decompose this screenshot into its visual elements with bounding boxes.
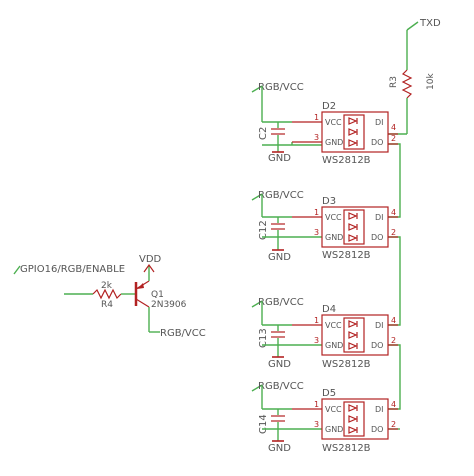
d4-diode-icons xyxy=(348,320,358,350)
chain-wires xyxy=(388,143,401,430)
d3-pin-4: 4 xyxy=(391,208,396,217)
d2-pin-gnd: GND xyxy=(325,138,343,147)
d2-led-array xyxy=(343,114,365,150)
q1-value: 2N3906 xyxy=(151,300,187,310)
d4-pin-do: DO xyxy=(371,341,383,350)
d3-gnd-label: GND xyxy=(268,252,291,263)
d5-led-array xyxy=(343,401,365,437)
d4-gnd-label: GND xyxy=(268,359,291,370)
d5-type: WS2812B xyxy=(322,443,371,454)
txd-label: TXD xyxy=(419,18,441,29)
d3-pin-di: DI xyxy=(375,213,384,222)
d2-pin-di: DI xyxy=(375,118,384,127)
r4-value: 2k xyxy=(101,281,113,291)
vdd-net: VDD xyxy=(139,254,162,281)
d2-pin-4: 4 xyxy=(391,123,396,132)
d2-pin-2: 2 xyxy=(391,134,396,143)
q1-emitter-arrow xyxy=(137,283,144,289)
d2-name: D2 xyxy=(322,101,336,112)
d5-diode-icons xyxy=(348,404,358,434)
r3-value: 10k xyxy=(426,73,436,90)
led-stage-d4: RGB/VCC C13 GND D4 WS2812B VCC GND DI DO… xyxy=(251,297,398,370)
d5-pin-di: DI xyxy=(375,405,384,414)
led-stage-d2: RGB/VCC C2 GND D2 WS2812B VCC GND DI DO … xyxy=(251,82,398,166)
d5-name: D5 xyxy=(322,388,336,399)
d4-pin-di: DI xyxy=(375,321,384,330)
d4-pin-3: 3 xyxy=(314,336,319,345)
d3-name: D3 xyxy=(322,196,336,207)
d4-led-array xyxy=(343,317,365,353)
d5-pin-do: DO xyxy=(371,425,383,434)
d3-pin-2: 2 xyxy=(391,228,396,237)
d2-type: WS2812B xyxy=(322,155,371,166)
transistor-q1: Q1 2N3906 xyxy=(134,280,187,310)
d2-pin-3: 3 xyxy=(314,133,319,142)
d4-vcc-label: RGB/VCC xyxy=(258,297,304,308)
d3-pin-3: 3 xyxy=(314,228,319,237)
d3-pin-gnd: GND xyxy=(325,233,343,242)
d2-cap-name: C2 xyxy=(258,127,269,140)
r4-name: R4 xyxy=(101,300,113,310)
d5-pin-vcc: VCC xyxy=(325,405,342,414)
d4-pin-gnd: GND xyxy=(325,341,343,350)
d4-pin-2: 2 xyxy=(391,336,396,345)
d4-cap-name: C13 xyxy=(258,328,269,348)
d2-diode-icons xyxy=(348,117,358,147)
q1-name: Q1 xyxy=(151,290,164,300)
d2-gnd-label: GND xyxy=(268,153,291,164)
d4-type: WS2812B xyxy=(322,359,371,370)
d2-pin-do: DO xyxy=(371,138,383,147)
txd-net: TXD xyxy=(406,18,441,70)
led-stage-d3: RGB/VCC C12 GND D3 WS2812B VCC GND DI DO… xyxy=(251,190,398,263)
resistor-r4: 2k R4 xyxy=(92,281,122,310)
d3-pin-vcc: VCC xyxy=(325,213,342,222)
vdd-label: VDD xyxy=(139,254,162,265)
d5-vcc-label: RGB/VCC xyxy=(258,381,304,392)
d3-body xyxy=(321,206,389,248)
d3-led-array xyxy=(343,209,365,245)
d5-body xyxy=(321,398,389,440)
enable-net: GPIO16/RGB/ENABLE xyxy=(13,264,125,295)
d5-pin-2: 2 xyxy=(391,420,396,429)
led-stage-d5: RGB/VCC C14 GND D5 WS2812B VCC GND DI DO… xyxy=(251,381,398,454)
d2-pin-vcc: VCC xyxy=(325,118,342,127)
d4-body xyxy=(321,314,389,356)
d5-pin-3: 3 xyxy=(314,420,319,429)
rgbvcc-out-net: RGB/VCC xyxy=(148,307,206,339)
d3-diode-icons xyxy=(348,212,358,242)
d4-pin-1: 1 xyxy=(314,316,319,325)
d4-pin-4: 4 xyxy=(391,316,396,325)
d2-body xyxy=(321,111,389,153)
d3-vcc-label: RGB/VCC xyxy=(258,190,304,201)
d2-vcc-label: RGB/VCC xyxy=(258,82,304,93)
d3-pin-1: 1 xyxy=(314,208,319,217)
d3-pin-do: DO xyxy=(371,233,383,242)
d4-name: D4 xyxy=(322,304,336,315)
d3-cap-name: C12 xyxy=(258,220,269,240)
d5-pin-1: 1 xyxy=(314,400,319,409)
d5-pin-gnd: GND xyxy=(325,425,343,434)
d5-pin-4: 4 xyxy=(391,400,396,409)
d3-type: WS2812B xyxy=(322,250,371,261)
rgbvcc-out-label: RGB/VCC xyxy=(160,328,206,339)
enable-label: GPIO16/RGB/ENABLE xyxy=(20,264,125,275)
d4-pin-vcc: VCC xyxy=(325,321,342,330)
d5-cap-name: C14 xyxy=(258,414,269,434)
d5-gnd-label: GND xyxy=(268,443,291,454)
d2-pin-1: 1 xyxy=(314,113,319,122)
resistor-r3: R3 10k xyxy=(389,69,436,99)
r3-name: R3 xyxy=(389,76,399,88)
